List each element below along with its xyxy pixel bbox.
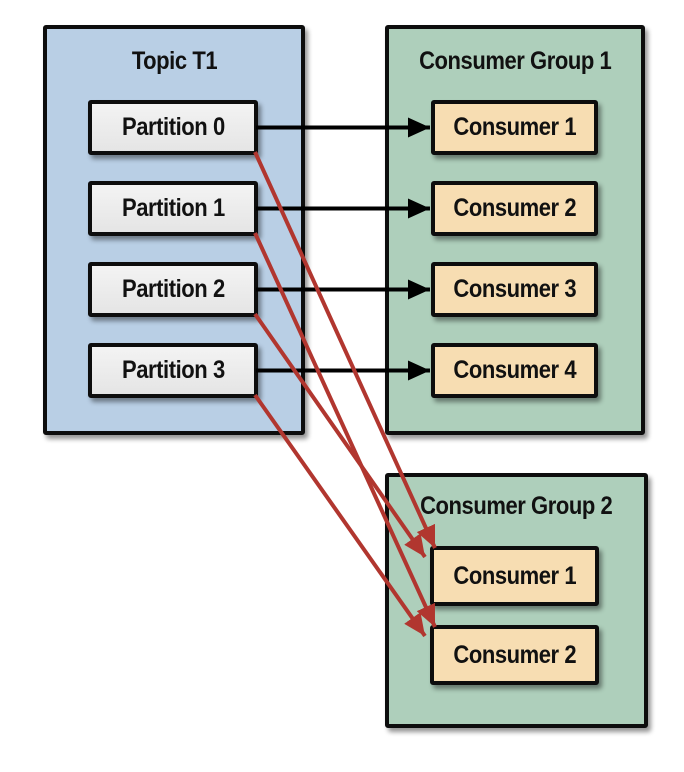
group1-consumer-4-box: Consumer 4 xyxy=(431,343,598,398)
group2-consumer-1-box: Consumer 1 xyxy=(430,546,599,606)
consumer-group-1-title: Consumer Group 1 xyxy=(385,47,645,76)
consumer-group-1-title-text: Consumer Group 1 xyxy=(418,47,612,75)
partition-1-box: Partition 1 xyxy=(88,181,258,236)
partition-3-box: Partition 3 xyxy=(88,343,258,398)
group1-consumer-4-label: Consumer 4 xyxy=(453,356,576,384)
partition-3-label: Partition 3 xyxy=(121,356,225,384)
group1-consumer-3-box: Consumer 3 xyxy=(431,262,598,317)
group2-consumer-2-box: Consumer 2 xyxy=(430,625,599,685)
partition-1-label: Partition 1 xyxy=(121,194,225,222)
partition-0-box: Partition 0 xyxy=(88,100,258,155)
consumer-group-2-title-text: Consumer Group 2 xyxy=(420,492,613,520)
consumer-group-2-title: Consumer Group 2 xyxy=(385,492,648,521)
group2-consumer-2-label: Consumer 2 xyxy=(453,640,576,669)
group2-consumer-1-label: Consumer 1 xyxy=(453,561,576,590)
group1-consumer-1-label: Consumer 1 xyxy=(453,113,576,141)
topic-t1-title: Topic T1 xyxy=(43,47,305,76)
group1-consumer-2-box: Consumer 2 xyxy=(431,181,598,236)
group1-consumer-2-label: Consumer 2 xyxy=(453,194,576,222)
partition-2-box: Partition 2 xyxy=(88,262,258,317)
topic-t1-title-text: Topic T1 xyxy=(131,47,217,75)
group1-consumer-1-box: Consumer 1 xyxy=(431,100,598,155)
group1-consumer-3-label: Consumer 3 xyxy=(453,275,576,303)
partition-2-label: Partition 2 xyxy=(121,275,225,303)
partition-0-label: Partition 0 xyxy=(121,113,225,141)
